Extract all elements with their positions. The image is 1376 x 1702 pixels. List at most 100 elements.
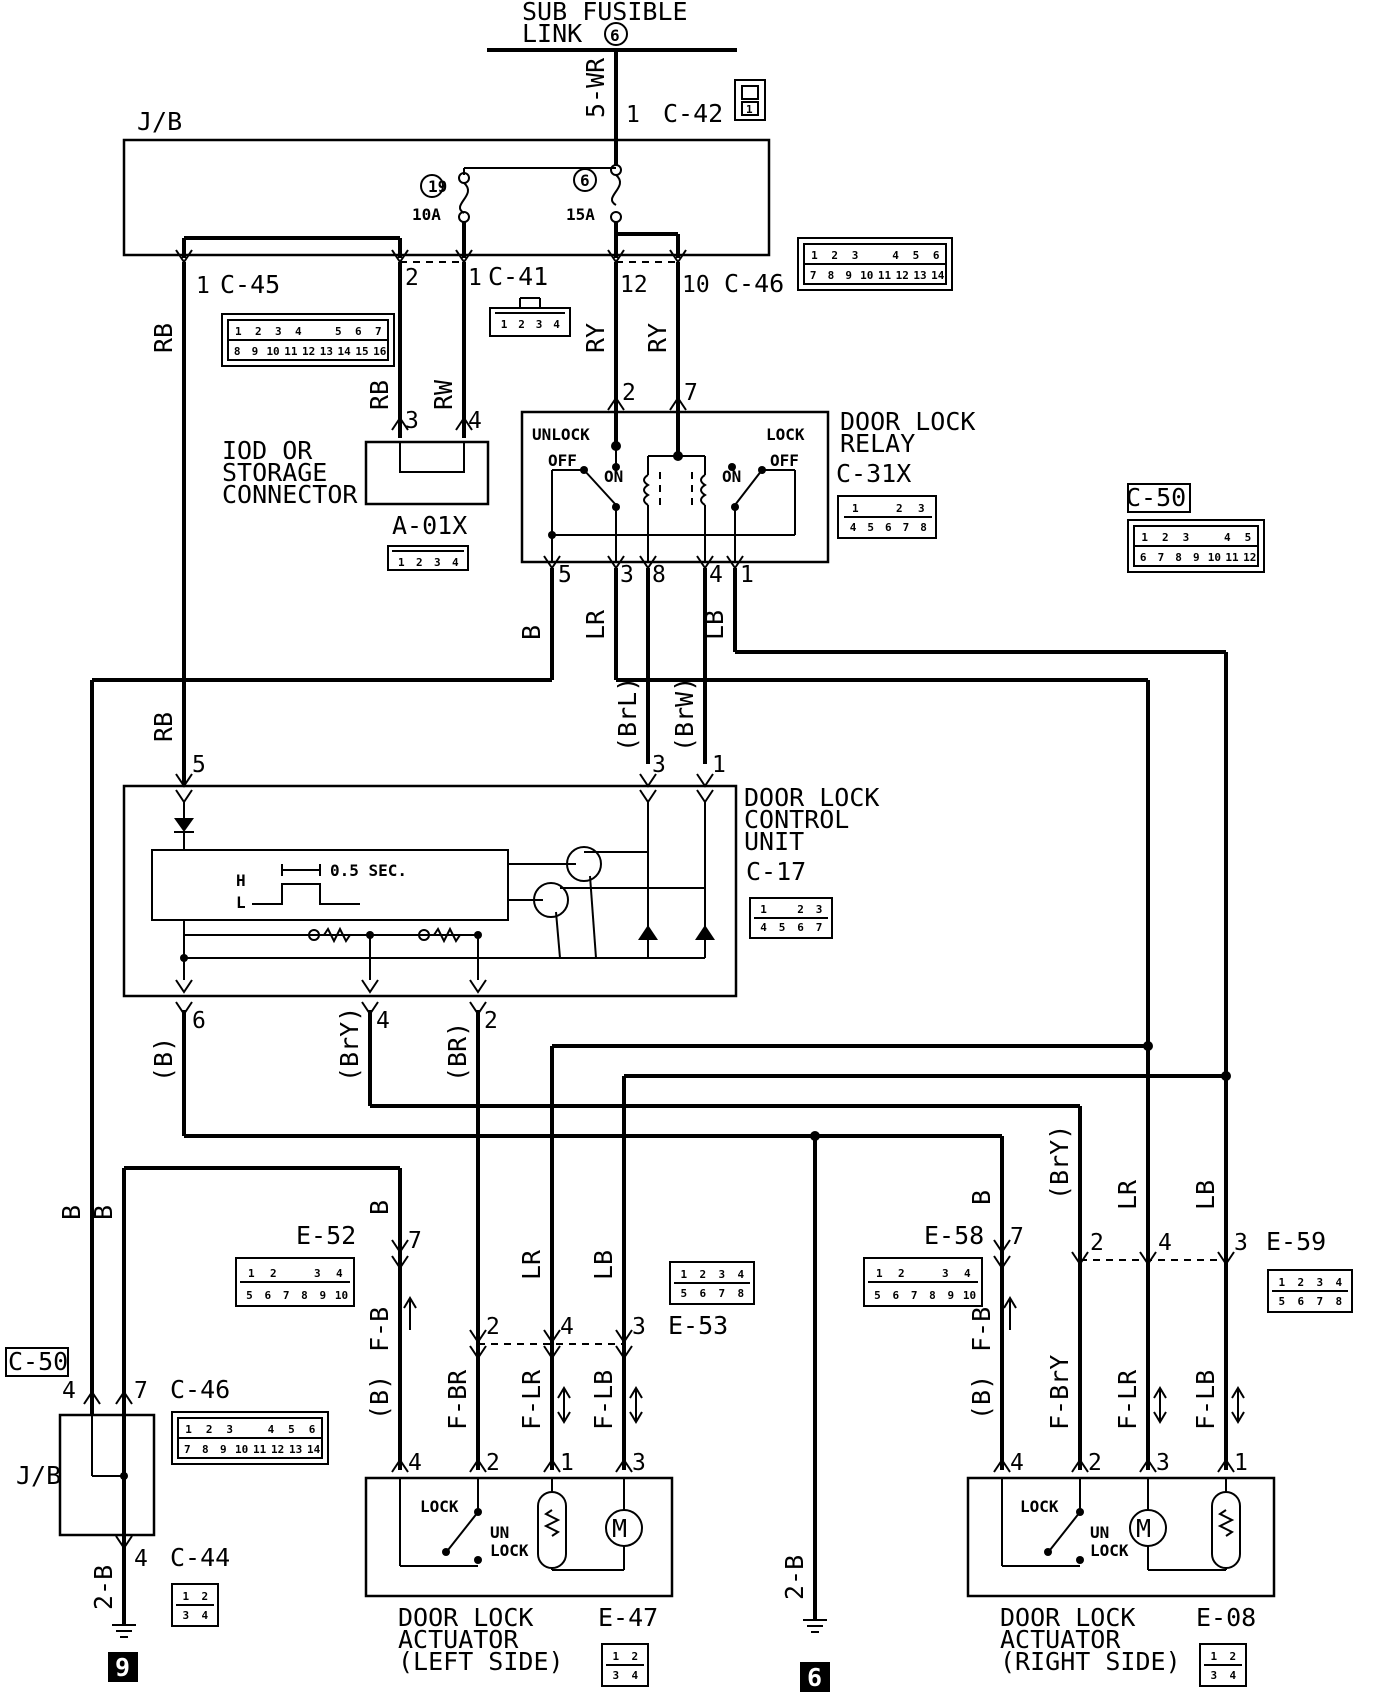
pin-ecu-4: 4	[376, 1008, 390, 1034]
relay-label-2: RELAY	[840, 429, 915, 458]
relay-lock-label: LOCK	[766, 425, 805, 444]
connector-pin-number: 5	[1279, 1295, 1286, 1308]
connector-c41-icon	[489, 297, 571, 337]
connector-pin-number: 3	[918, 502, 925, 515]
connector-pin-number: 11	[878, 269, 892, 282]
connector-pin-number: 12	[271, 1443, 284, 1456]
ecu-resistor-1-icon	[323, 926, 351, 944]
pin-ra-1: 1	[1234, 1450, 1248, 1476]
connector-pin-number: 2	[632, 1650, 639, 1663]
wire-label-rb-ecu: RB	[149, 712, 178, 742]
connector-pin-number: 7	[1317, 1295, 1324, 1308]
relay-label-1: DOOR LOCK	[840, 407, 975, 436]
fuse-6-rating: 15A	[566, 205, 595, 224]
connector-pin-number: 3	[434, 556, 441, 569]
la-label-3: (LEFT SIDE)	[398, 1647, 564, 1676]
door-lock-actuator-left	[364, 1476, 674, 1598]
connector-pin-number: 4	[1230, 1669, 1237, 1682]
connector-c17-icon	[749, 897, 833, 939]
door-lock-control-unit	[122, 784, 738, 998]
connector-pin-number: 10	[963, 1289, 976, 1302]
connector-pin-number: 3	[226, 1423, 233, 1436]
right-actuator-switch	[1049, 1511, 1081, 1551]
fuse-6-icon	[611, 174, 622, 206]
connector-pin-number: 2	[797, 903, 804, 916]
wire-label-ry-1: RY	[581, 323, 610, 353]
ecu-l-label: L	[236, 893, 246, 912]
connector-pin-number: 8	[301, 1289, 308, 1302]
connector-pin-number: 4	[850, 521, 857, 534]
label-e52: E-52	[296, 1221, 356, 1250]
la-lock-label: LOCK	[420, 1497, 459, 1516]
connector-pin-number: 5	[288, 1423, 295, 1436]
connector-pin-number: 3	[719, 1268, 726, 1281]
connector-pin-number: 12	[896, 269, 909, 282]
connector-pin-number: 2	[270, 1267, 277, 1280]
fuse-19-terminal-bottom	[458, 211, 470, 223]
connector-pin-number: 3	[852, 249, 859, 262]
iod-label-3: CONNECTOR	[222, 480, 358, 509]
connector-pin-number: 1	[183, 1590, 190, 1603]
connector-pin-number: 12	[1243, 551, 1256, 564]
connector-pin-number: 2	[896, 502, 903, 515]
relay-unlock-label: UNLOCK	[532, 425, 590, 444]
pin-e59-3: 3	[1234, 1230, 1248, 1256]
connector-pin-number: 4	[336, 1267, 343, 1280]
ra-un-label: UN	[1090, 1523, 1109, 1542]
fuse-6-num: 6	[580, 171, 590, 190]
ra-label-3: (RIGHT SIDE)	[1000, 1647, 1181, 1676]
pin-e59-2: 2	[1090, 1230, 1104, 1256]
wire-label-fbry-right: F-BrY	[1045, 1355, 1074, 1430]
connector-pin-number: 8	[202, 1443, 209, 1456]
iod-label-1: IOD OR	[222, 436, 313, 465]
relay-on-right: ON	[722, 467, 741, 486]
arrow-updown-icon	[1153, 1386, 1167, 1424]
arrow-updown-icon	[557, 1386, 571, 1424]
ra-label-2: ACTUATOR	[1000, 1625, 1121, 1654]
wire-label-brl: (BrL)	[613, 677, 642, 752]
connector-pin-number: 3	[1317, 1276, 1324, 1289]
la-label-2: ACTUATOR	[398, 1625, 519, 1654]
connector-pin-number: 1	[235, 325, 242, 338]
pin-c46-4: 4	[62, 1378, 76, 1404]
connector-pin-number: 6	[1298, 1295, 1305, 1308]
pin-e52-7: 7	[408, 1228, 422, 1254]
pin-ecu-3: 3	[652, 752, 666, 778]
connector-pin-number: 4	[1336, 1276, 1343, 1289]
pin-c42: 1	[626, 102, 640, 128]
connector-pin-number: 4	[964, 1267, 971, 1280]
wire-label-brw: (BrW)	[670, 677, 699, 752]
wire-label-lb-e53: LB	[589, 1250, 618, 1280]
connector-pin-number: 1	[501, 318, 508, 331]
junction-block-left	[58, 1413, 156, 1537]
wire-label-ry-2: RY	[643, 323, 672, 353]
arrow-updown-icon	[1231, 1386, 1245, 1424]
relay-off-right: OFF	[770, 451, 799, 470]
pin-c45-2: 2	[405, 265, 419, 291]
pin-e53-3: 3	[632, 1314, 646, 1340]
connector-pin-number: 1	[811, 249, 818, 262]
ecu-label-2: CONTROL	[744, 805, 849, 834]
left-actuator-switch	[447, 1511, 479, 1551]
connector-pin-number: 8	[828, 269, 835, 282]
connector-pin-number: 8	[738, 1287, 745, 1300]
connector-pin-number: 7	[283, 1289, 290, 1302]
connector-c42-icon: 1	[734, 79, 766, 121]
wire-label-flb-right: F-LB	[1191, 1370, 1220, 1430]
fuse-19-circle	[420, 174, 444, 198]
connector-pin-number: 9	[252, 345, 259, 358]
la-unlock-label: LOCK	[490, 1541, 529, 1560]
connector-a01x-icon	[387, 545, 469, 571]
connector-pin-number: 12	[302, 345, 315, 358]
connector-c50-top-icon	[1127, 519, 1265, 573]
connector-pin-number: 4	[202, 1609, 209, 1622]
connector-pin-number: 7	[375, 325, 382, 338]
connector-pin-number: 7	[184, 1443, 191, 1456]
connector-pin-number: 4	[553, 318, 560, 331]
connector-pin-number: 5	[335, 325, 342, 338]
pin-la-2: 2	[486, 1450, 500, 1476]
wire-label-b-e52: B	[365, 1200, 394, 1215]
ecu-h-label: H	[236, 871, 246, 890]
wire-label-lr-relay: LR	[581, 609, 610, 640]
pin-ra-4: 4	[1010, 1450, 1024, 1476]
